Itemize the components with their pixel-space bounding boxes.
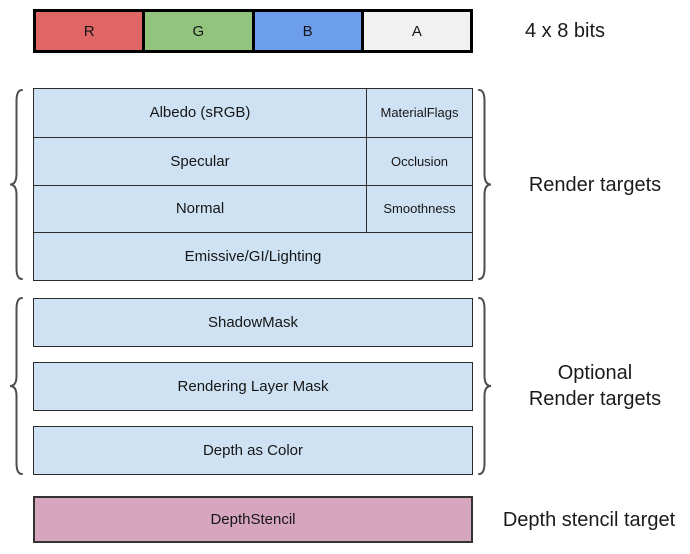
- optional-targets-caption: Optional Render targets: [500, 296, 690, 476]
- depth-stencil-box: DepthStencil: [33, 496, 473, 543]
- optional-caption-line2: Render targets: [528, 388, 662, 410]
- depth-stencil-caption: Depth stencil target: [502, 508, 676, 531]
- channel-cell-alpha: A: [360, 12, 470, 50]
- channel-cell-red: R: [36, 12, 143, 50]
- left-brace-icon: [9, 89, 23, 280]
- optional-target-box: ShadowMask: [33, 298, 473, 347]
- target-cell: Emissive/GI/Lighting: [34, 232, 472, 280]
- target-cell: Normal: [34, 184, 366, 233]
- optional-caption-line1: Optional: [557, 362, 633, 384]
- target-cell: Albedo (sRGB): [34, 89, 366, 137]
- alpha-channel-cell: Smoothness: [366, 184, 472, 233]
- bit-depth-caption: 4 x 8 bits: [524, 20, 606, 42]
- render-targets-caption: Render targets: [528, 173, 662, 196]
- render-targets-grid: Albedo (sRGB) MaterialFlags Specular Occ…: [33, 88, 473, 281]
- rgba-bit-bar: R G B A: [33, 9, 473, 53]
- channel-cell-green: G: [142, 12, 252, 50]
- channel-cell-blue: B: [251, 12, 361, 50]
- right-brace-icon: [478, 89, 492, 280]
- alpha-channel-cell: MaterialFlags: [366, 89, 472, 137]
- optional-target-box: Depth as Color: [33, 426, 473, 475]
- target-cell: Specular: [34, 136, 366, 185]
- right-brace-icon: [478, 297, 492, 475]
- alpha-channel-cell: Occlusion: [366, 136, 472, 185]
- optional-target-box: Rendering Layer Mask: [33, 362, 473, 411]
- left-brace-icon: [9, 297, 23, 475]
